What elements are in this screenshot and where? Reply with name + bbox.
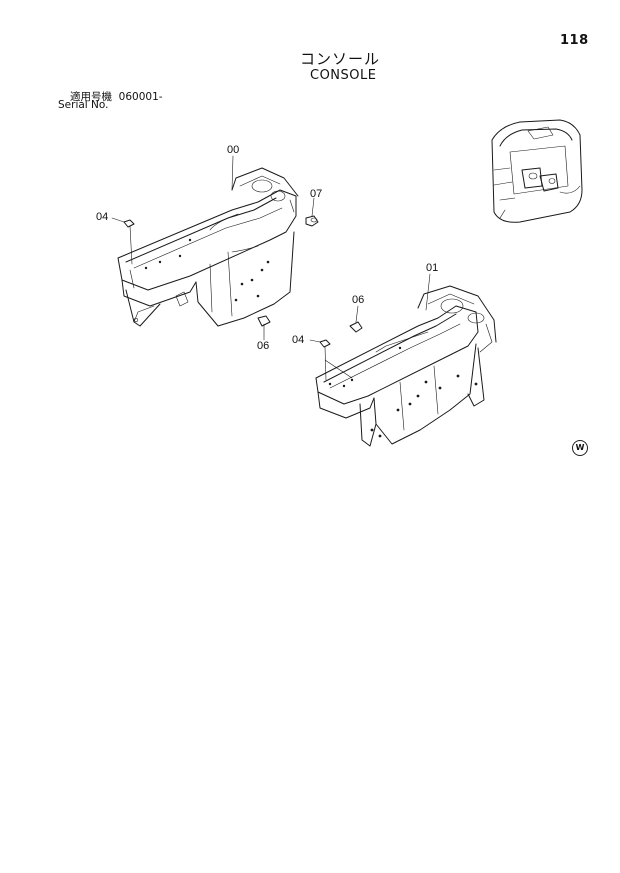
callout-04-right: 04 [292, 334, 305, 346]
console-01-illustration [315, 285, 497, 447]
w-mark-stamp: W [572, 440, 588, 456]
leader-lines [111, 155, 431, 381]
serial-label-en: Serial No. [58, 99, 109, 111]
cab-inset-illustration [491, 119, 583, 223]
callout-07: 07 [310, 188, 323, 200]
serial-label-jp: 適用号機 060001- [70, 91, 163, 103]
page-title-en: CONSOLE [310, 68, 377, 83]
callout-04-left: 04 [96, 211, 109, 223]
console-00-illustration [117, 167, 319, 335]
page-number: 118 [560, 33, 589, 48]
callout-06-left: 06 [257, 340, 270, 352]
callout-01: 01 [426, 262, 439, 274]
page-title-jp: コンソール [300, 50, 381, 68]
callout-06-right: 06 [352, 294, 365, 306]
callout-00: 00 [227, 144, 240, 156]
